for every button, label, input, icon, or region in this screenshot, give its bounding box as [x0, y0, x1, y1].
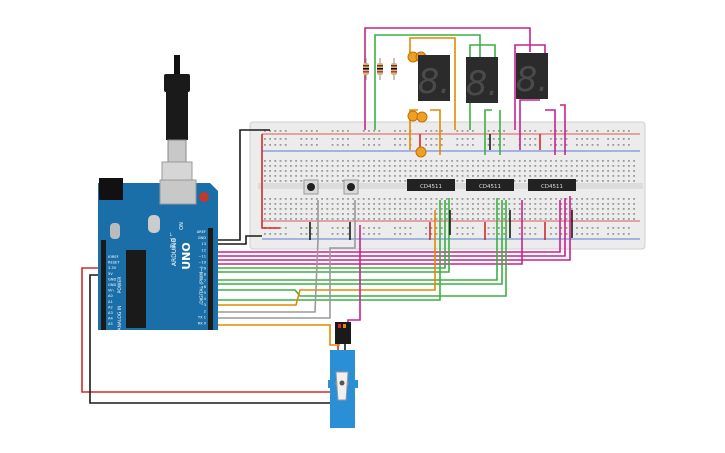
- display-digit: 8.: [418, 62, 450, 102]
- arduino-pin-label: GND: [198, 236, 206, 240]
- power-label: POWER: [117, 277, 123, 294]
- arduino-pin-label: TX 1: [197, 315, 206, 319]
- decoder-chip-3: CD4511: [528, 179, 576, 191]
- resistor-3: [391, 58, 397, 80]
- arduino-pin-label: IOREF: [108, 255, 119, 259]
- l-label: L: [170, 232, 173, 237]
- arduino-pin-label: 12: [201, 248, 206, 252]
- arduino-pin-label: AREF: [197, 230, 206, 234]
- arduino-pin-label: ~6: [201, 285, 207, 289]
- arduino-pin-label: 7: [204, 279, 206, 283]
- arduino-pin-label: GND: [108, 277, 116, 281]
- model-label: UNO: [180, 242, 193, 270]
- arduino-pin-label: ~10: [198, 261, 206, 265]
- analog-label: ANALOG IN: [117, 305, 123, 330]
- arduino-pin-label: ~11: [198, 254, 206, 258]
- arduino-pin-label: 5V: [108, 272, 113, 276]
- chip-label: CD4511: [541, 184, 563, 190]
- decoder-chip-2: CD4511: [466, 179, 514, 191]
- display-digit: 8.: [466, 64, 498, 104]
- push-button-1[interactable]: [303, 179, 319, 195]
- display-digit: 8.: [516, 60, 548, 100]
- arduino-pin-label: 8: [204, 273, 207, 277]
- arduino-pin-label: A0: [108, 294, 113, 298]
- resistor-1: [363, 58, 369, 80]
- arduino-pin-label: 3.3V: [108, 266, 117, 270]
- resistor-2: [377, 58, 383, 80]
- decoder-chip-1: CD4511: [407, 179, 455, 191]
- rx-label: RX: [170, 244, 176, 249]
- arduino-pin-label: ~5: [201, 291, 206, 295]
- seven-segment-display-2: 8.: [466, 57, 498, 104]
- arduino-pin-label: A1: [108, 300, 113, 304]
- arduino-pin-label: 4: [204, 297, 207, 301]
- push-button-2[interactable]: [343, 179, 359, 195]
- digital-label: DIGITAL (PWM~): [199, 266, 205, 304]
- brand-label: ARDUINO: [171, 238, 178, 267]
- usb-cable: [161, 55, 193, 185]
- arduino-pin-label: ~3: [201, 303, 206, 307]
- right-pin-labels: AREF GND 13 12 ~11 ~10 ~9 8 7 ~6 ~5 4 ~3 2 TX 1 RX 0: [197, 230, 207, 326]
- on-label: ON: [179, 222, 185, 230]
- seven-segment-display-1: 8.: [418, 55, 450, 102]
- arduino-uno-board: ARDUINO UNO ON POWER ANALOG IN DIGITAL (…: [98, 178, 218, 331]
- arduino-pin-label: A2: [108, 305, 113, 309]
- breadboard-holes: [264, 130, 635, 235]
- chip-label: CD4511: [420, 184, 442, 190]
- arduino-pin-label: ~9: [201, 267, 207, 271]
- servo-motor: [328, 322, 358, 428]
- arduino-pin-label: Vin: [108, 289, 114, 293]
- seven-segment-display-3: 8.: [516, 53, 548, 100]
- tx-label: TX: [169, 238, 175, 243]
- arduino-pin-label: RESET: [108, 261, 120, 265]
- arduino-pin-label: A3: [108, 311, 113, 315]
- arduino-pin-label: A5: [108, 322, 113, 326]
- arduino-pin-label: GND: [108, 283, 116, 287]
- arduino-pin-label: A4: [108, 317, 113, 321]
- arduino-pin-label: 2: [204, 309, 206, 313]
- arduino-pin-label: RX 0: [198, 322, 207, 326]
- chip-label: CD4511: [479, 184, 501, 190]
- arduino-pin-label: 13: [201, 242, 206, 246]
